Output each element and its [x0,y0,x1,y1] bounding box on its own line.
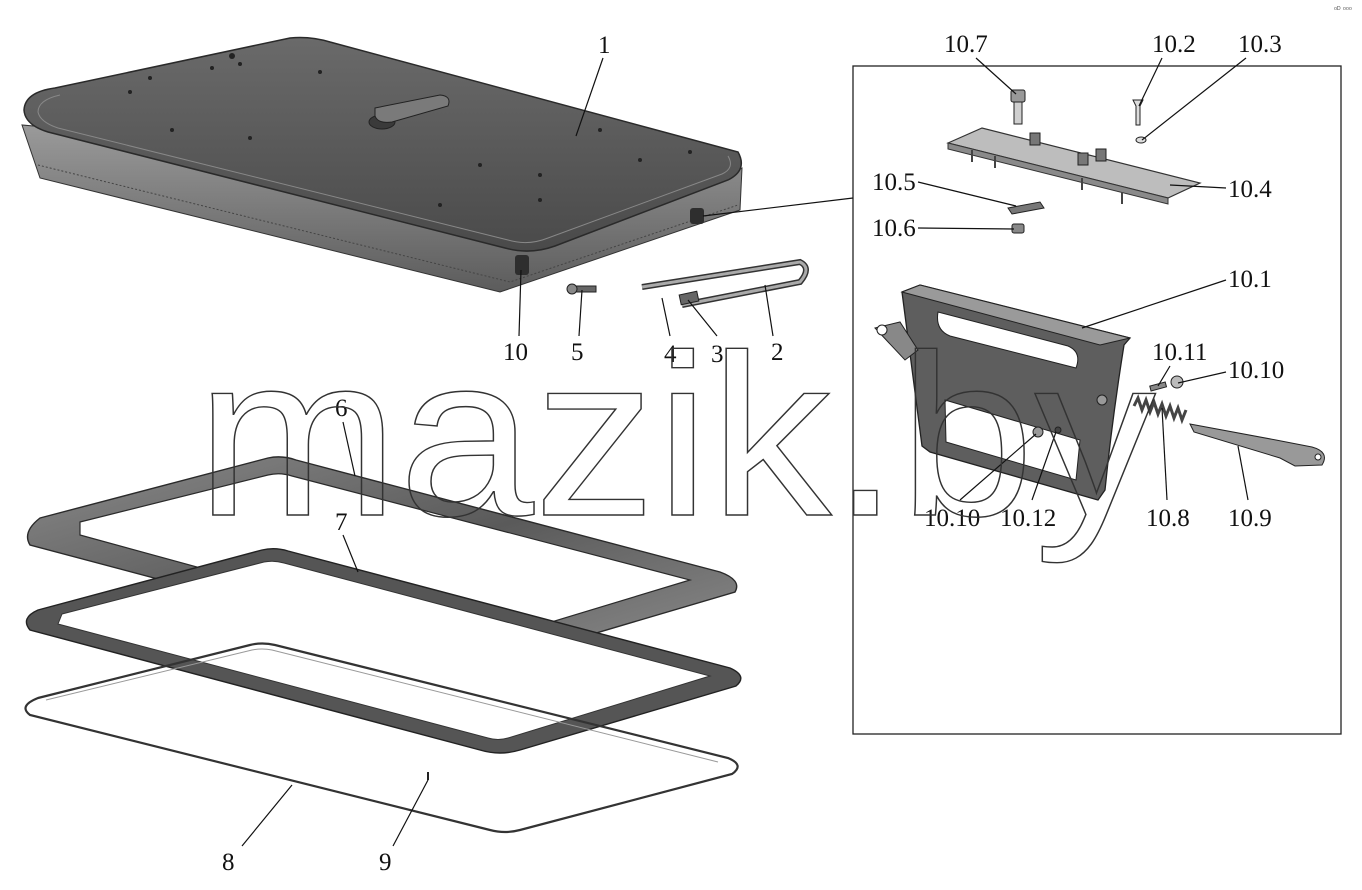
label-10-6: 10.6 [872,215,916,242]
small-screw-10-11 [1149,381,1168,392]
label-9: 9 [379,849,392,876]
label-4: 4 [664,341,677,368]
screw-10-2 [1132,99,1144,126]
label-2: 2 [771,339,784,366]
label-10-9: 10.9 [1228,505,1272,532]
rod-10-9 [1189,423,1325,467]
corner-mark: ᵒᴰ ᵒᵒᵒ [1334,5,1352,14]
screw [566,283,597,295]
lid-holes [128,53,692,207]
watermark: mazik.by [196,307,1156,564]
seal-8 [24,642,739,834]
label-10-8: 10.8 [1146,505,1190,532]
label-1: 1 [598,32,611,59]
label-7: 7 [335,509,348,536]
label-10-3: 10.3 [1238,31,1282,58]
label-10-10-right: 10.10 [1228,357,1284,384]
callout-labels: 1 2 3 4 5 10 6 7 8 9 10.7 10.2 10.3 10.5… [222,31,1284,876]
label-10-11: 10.11 [1152,339,1207,366]
label-10-7: 10.7 [944,31,988,58]
latch-body-10-1 [874,284,1132,501]
bracket-strap [641,258,809,308]
lid-latch-pins [515,208,704,275]
detail-box [852,65,1342,735]
label-10-5: 10.5 [872,169,916,196]
bolt-10-7 [1010,89,1026,125]
label-10: 10 [503,339,528,366]
label-10-2: 10.2 [1152,31,1196,58]
label-10-12: 10.12 [1000,505,1056,532]
label-10-1: 10.1 [1228,266,1272,293]
label-6: 6 [335,395,348,422]
label-3: 3 [711,341,724,368]
label-10-4: 10.4 [1228,176,1272,203]
strip-plate-10-4 [946,127,1202,205]
frame-7 [25,548,742,754]
leader-lines [241,57,1249,847]
hatch-lid [21,36,743,293]
spring-10-8 [1132,394,1188,425]
lid-handle [368,94,450,130]
clip-10-5 [1007,201,1045,215]
label-5: 5 [571,339,584,366]
label-10-10-left: 10.10 [924,505,980,532]
label-8: 8 [222,849,235,876]
